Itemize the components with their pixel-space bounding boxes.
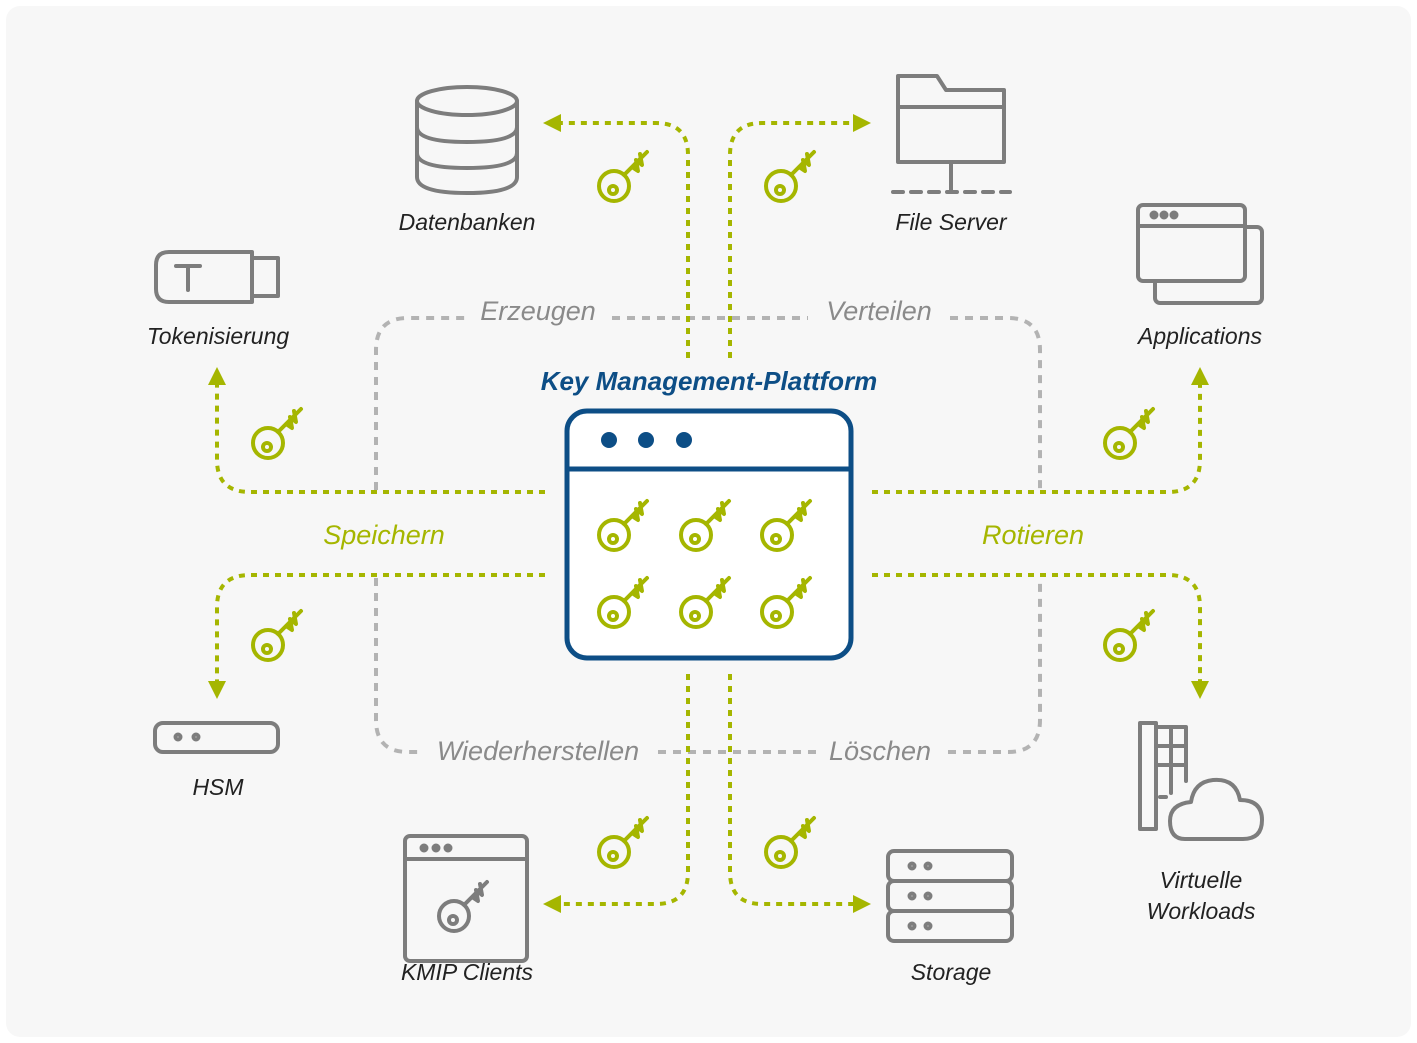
arrow-to-file-server — [728, 114, 871, 358]
app-windows-icon — [1136, 203, 1264, 305]
label-kmip-clients: KMIP Clients — [401, 959, 534, 985]
operation-rotieren: Rotieren — [982, 520, 1084, 550]
usb-token-icon — [154, 250, 280, 304]
label-applications: Applications — [1136, 323, 1263, 349]
platform-title: Key Management-Plattform — [541, 366, 878, 396]
path-top-left — [374, 316, 465, 490]
operation-verteilen: Verteilen — [826, 296, 932, 326]
path-bottom-right — [948, 578, 1042, 754]
label-tokenisierung: Tokenisierung — [147, 323, 290, 349]
kmip-client-window-icon — [403, 834, 529, 963]
database-icon — [415, 85, 519, 195]
label-hsm: HSM — [192, 774, 244, 800]
storage-stack-icon — [886, 849, 1014, 943]
label-file-server: File Server — [895, 209, 1008, 235]
hsm-device-icon — [153, 721, 280, 754]
label-virtuelle-line1: Virtuelle — [1160, 867, 1243, 893]
server-cloud-icon — [1138, 721, 1264, 841]
operation-loeschen: Löschen — [829, 736, 931, 766]
operation-speichern: Speichern — [323, 520, 445, 550]
label-storage: Storage — [911, 959, 992, 985]
path-bottom-left — [374, 578, 418, 754]
path-top-right — [950, 316, 1042, 490]
file-server-icon — [891, 74, 1012, 194]
arrow-to-datenbanken — [543, 114, 690, 358]
operation-erzeugen: Erzeugen — [480, 296, 596, 326]
label-virtuelle-line2: Workloads — [1147, 898, 1256, 924]
label-datenbanken: Datenbanken — [399, 209, 536, 235]
distribution-arrows — [208, 114, 1209, 913]
operation-wiederherstellen: Wiederherstellen — [437, 736, 639, 766]
process-paths — [374, 316, 1042, 754]
platform-window-icon — [564, 408, 854, 661]
